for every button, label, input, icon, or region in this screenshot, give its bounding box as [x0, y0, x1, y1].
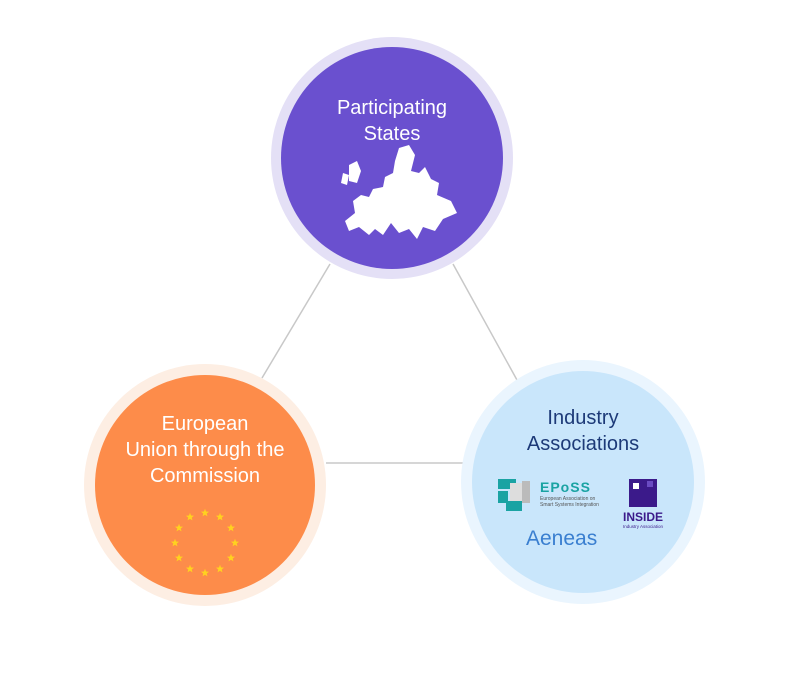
industry-title-line1: Industry [547, 407, 619, 429]
states-node: Participating States [271, 37, 513, 279]
aeneas-logo: Aeneas [526, 527, 598, 550]
eposs-name: EPoSS [540, 479, 591, 495]
eu-star [226, 523, 235, 532]
eu-star [231, 538, 239, 547]
eu-title-line2: Union through the [125, 439, 285, 461]
eposs-subtitle-line1: European Association on [540, 496, 596, 502]
eu-star [216, 564, 224, 573]
eu-stars-icon [171, 508, 239, 577]
line-states-eu [261, 263, 331, 379]
europe-map-icon [341, 145, 457, 239]
eu-title-line1: European [161, 413, 249, 435]
inside-subtitle: Industry Association [622, 524, 664, 529]
eposs-subtitle-line2: Smart Systems Integration [540, 502, 599, 508]
eu-star [171, 538, 179, 547]
eu-star [175, 553, 184, 562]
eu-star [226, 553, 235, 562]
eposs-cube-icon [498, 479, 530, 511]
eu-star [201, 568, 209, 577]
eu-node: European Union through the Commission [84, 364, 326, 606]
eu-star [175, 523, 184, 532]
inside-logo: INSIDE Industry Association [618, 479, 668, 539]
eu-star [201, 508, 209, 517]
states-title-line1: Participating [336, 97, 448, 119]
states-title-line2: States [363, 123, 421, 145]
eu-star [216, 512, 224, 521]
inside-name: INSIDE [622, 510, 663, 524]
industry-title-line2: Associations [526, 433, 640, 455]
line-states-industry [452, 263, 518, 381]
industry-node: Industry Associations EPoSS European Ass… [461, 360, 705, 604]
eu-star [186, 512, 194, 521]
eposs-logo: EPoSS European Association on Smart Syst… [496, 475, 606, 513]
eu-title-line3: Commission [149, 465, 261, 487]
inside-mark-icon [629, 479, 657, 507]
eu-star [186, 564, 194, 573]
